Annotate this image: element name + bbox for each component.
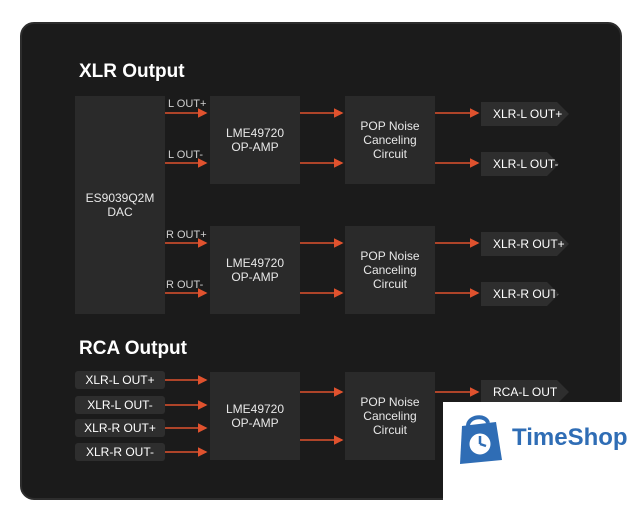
signal-label-l-out-neg: L OUT-	[168, 149, 204, 161]
xlr-section-title: XLR Output	[79, 61, 185, 82]
rca-section-title: RCA Output	[79, 338, 187, 359]
output-xlr-l-neg: XLR-L OUT-	[481, 152, 559, 176]
pop-noise-block-rca: POP Noise Canceling Circuit	[345, 372, 435, 460]
rca-input-xlr-l-pos: XLR-L OUT+	[75, 371, 165, 389]
pop-noise-block-l: POP Noise Canceling Circuit	[345, 96, 435, 184]
brand-logo-text: TimeShop	[512, 424, 628, 451]
shopping-bag-clock-icon	[460, 415, 502, 464]
opamp-block-rca: LME49720 OP-AMP	[210, 372, 300, 460]
output-xlr-r-neg: XLR-R OUT-	[481, 282, 559, 306]
output-xlr-r-pos: XLR-R OUT+	[481, 232, 569, 256]
signal-label-l-out-pos: L OUT+	[168, 98, 207, 110]
opamp-block-r: LME49720 OP-AMP	[210, 226, 300, 314]
signal-label-r-out-pos: R OUT+	[166, 229, 207, 241]
dac-block: ES9039Q2M DAC	[75, 96, 165, 314]
output-xlr-l-pos: XLR-L OUT+	[481, 102, 569, 126]
pop-noise-block-r: POP Noise Canceling Circuit	[345, 226, 435, 314]
watermark-background	[443, 402, 644, 524]
rca-input-xlr-r-neg: XLR-R OUT-	[75, 443, 165, 461]
opamp-block-l: LME49720 OP-AMP	[210, 96, 300, 184]
output-rca-l: RCA-L OUT	[481, 380, 569, 404]
rca-input-xlr-l-neg: XLR-L OUT-	[75, 396, 165, 414]
rca-input-xlr-r-pos: XLR-R OUT+	[75, 419, 165, 437]
signal-label-r-out-neg: R OUT-	[166, 279, 204, 291]
